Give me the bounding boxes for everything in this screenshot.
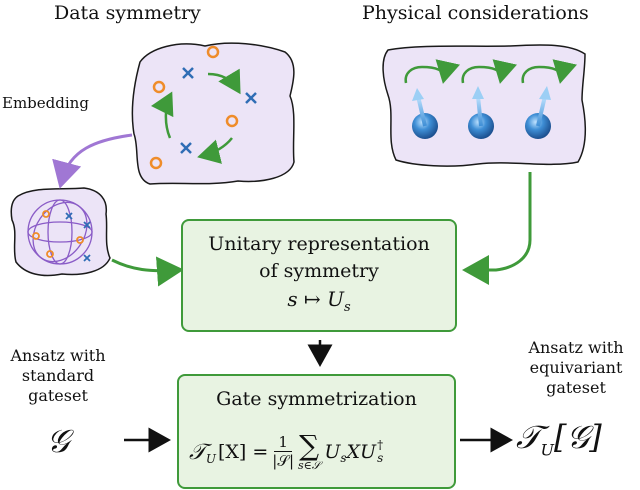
rotation-arrows: [150, 68, 241, 164]
sum-symbol: ∑: [299, 429, 320, 462]
formula-x: [X] =: [217, 441, 269, 463]
arrow-physical-to-unitary: [462, 172, 532, 285]
left-caption-line-1: Ansatz with: [10, 346, 106, 365]
right-caption: Ansatz with equivariant gateset: [512, 338, 640, 398]
formula-u-sub: s: [340, 451, 347, 465]
heading-data-symmetry: Data symmetry: [54, 2, 201, 24]
ansatz-symbol: 𝒢: [46, 422, 70, 460]
unitary-formula-main: s ↦ U: [287, 287, 344, 311]
spin-1: [412, 88, 438, 139]
blue-cross-3: [180, 142, 192, 154]
unitary-line-1: Unitary representation: [208, 233, 430, 255]
formula-fraction: 1 |𝒮|: [272, 433, 295, 471]
equivariant-t: 𝒯: [516, 418, 541, 456]
gate-formula: 𝒯 U [X] = 1 |𝒮| ∑ s∈𝒮 U s XU † s: [189, 422, 383, 482]
unitary-formula: s ↦ Us: [183, 287, 455, 315]
formula-t: 𝒯: [189, 439, 206, 465]
data-symmetry-blob: [131, 42, 295, 185]
orange-circle-3: [225, 114, 239, 128]
bloch-sphere: [27, 199, 93, 265]
gate-title: Gate symmetrization: [216, 388, 417, 410]
orange-circle-1: [206, 45, 220, 59]
formula-u2-sub: s: [377, 451, 384, 465]
embedding-arrow: [52, 133, 133, 189]
equivariant-t-sub: U: [540, 440, 554, 460]
arrow-sphere-to-unitary: [111, 256, 184, 287]
equivariant-arg: [𝒢]: [554, 418, 602, 456]
physical-blob: [382, 44, 587, 167]
sum-index: s∈𝒮: [298, 459, 321, 472]
blue-cross-2: [245, 92, 257, 104]
heading-physical-considerations: Physical considerations: [362, 2, 589, 24]
formula-t-sub: U: [205, 452, 216, 466]
right-caption-line-1: Ansatz with: [528, 338, 624, 357]
left-caption-line-3: gateset: [28, 386, 88, 405]
embedding-label: Embedding: [2, 94, 89, 112]
right-caption-line-2: equivariant: [529, 358, 623, 377]
fraction-numerator: 1: [274, 433, 292, 452]
embedded-blob: [10, 187, 111, 277]
unitary-representation-box: Unitary representation of symmetry s ↦ U…: [181, 219, 457, 332]
equivariant-symbol: 𝒯U[𝒢]: [516, 418, 602, 459]
sphere-points: [32, 210, 91, 262]
formula-xu: XU: [346, 441, 377, 463]
spin-3: [525, 86, 551, 139]
unitary-line-2: of symmetry: [259, 260, 379, 282]
blue-cross-1: [182, 67, 194, 79]
spin-2: [468, 86, 494, 139]
gate-symmetrization-box: Gate symmetrization 𝒯 U [X] = 1 |𝒮| ∑ s∈…: [177, 374, 456, 489]
fraction-denominator: |𝒮|: [272, 451, 295, 470]
unitary-formula-sub: s: [343, 300, 351, 315]
formula-u: U: [324, 441, 341, 463]
orange-circle-4: [149, 156, 163, 170]
formula-sum: ∑ s∈𝒮: [298, 432, 320, 472]
formula-dagger-stack: † s: [377, 439, 383, 465]
left-caption-line-2: standard: [21, 366, 95, 385]
left-caption: Ansatz with standard gateset: [0, 346, 116, 406]
spin-rotation-arrows: [404, 59, 577, 84]
right-caption-line-3: gateset: [546, 378, 606, 397]
formula-dagger: †: [377, 438, 384, 452]
